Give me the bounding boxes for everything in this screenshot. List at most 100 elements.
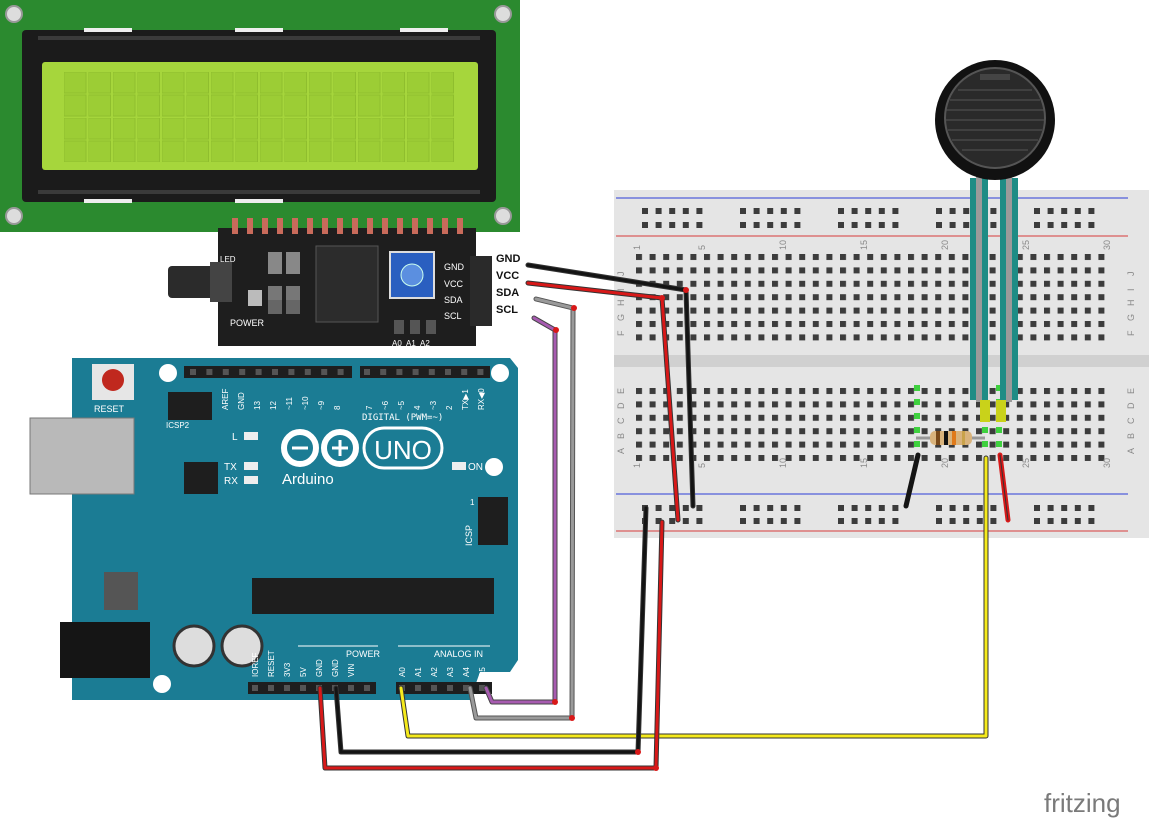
header-hole [337, 369, 344, 375]
rail-hole [1088, 505, 1095, 511]
rail-hole [1034, 222, 1040, 228]
digital-pin-label: RX◀0 [477, 388, 486, 410]
wires [317, 262, 1011, 771]
header-hole [272, 369, 278, 375]
led-tx-label: TX [224, 462, 237, 473]
rail-hole [1047, 505, 1054, 511]
rail-hole [892, 505, 899, 511]
column-number: 5 [697, 463, 707, 468]
rail-hole [963, 222, 970, 228]
header-hole [447, 685, 453, 691]
rail-hole [963, 208, 970, 214]
header-hole [239, 369, 246, 375]
rail-hole [1047, 222, 1054, 228]
power-pin-label: VIN [347, 663, 356, 677]
arduino-logo [281, 429, 359, 467]
rail-hole [1088, 518, 1095, 524]
digital-pin-label: GND [237, 392, 246, 410]
rail-hole [892, 208, 899, 214]
rail-hole [851, 505, 858, 511]
header-pin [307, 218, 313, 234]
rail-hole [642, 222, 648, 228]
header-pin [232, 218, 238, 234]
header-pin [247, 218, 253, 234]
rail-hole [976, 505, 983, 511]
rail-hole [838, 505, 844, 511]
header-pin [412, 218, 418, 234]
rail-hole [740, 505, 746, 511]
digital-pin-label: ~5 [397, 400, 406, 410]
header-pin [442, 218, 448, 234]
power-pin-label: GND [331, 659, 340, 677]
rail-hole [936, 505, 942, 511]
analog-header [396, 682, 492, 694]
fritzing-watermark: fritzing [1044, 788, 1121, 818]
rail-hole [1034, 208, 1040, 214]
rail-hole [696, 222, 703, 228]
rail-hole [851, 518, 858, 524]
rail-hole [753, 505, 760, 511]
i2c-board-gnd: GND [444, 262, 465, 272]
column-number: 15 [859, 458, 869, 468]
rail-hole [1074, 505, 1081, 511]
header-hole [415, 685, 421, 691]
i2c-a2-label: A2 [420, 339, 430, 348]
row-letter: D [1126, 402, 1136, 409]
rail-hole [1061, 518, 1068, 524]
power-pin-label: 5V [299, 667, 308, 677]
analog-pin-label: A2 [430, 667, 439, 677]
rail-hole [780, 208, 787, 214]
ic-chip [315, 245, 379, 323]
led-l-label: L [232, 432, 238, 443]
analog-pin-label: A3 [446, 667, 455, 677]
rail-hole [794, 208, 801, 214]
rail-hole [696, 505, 703, 511]
row-letter: B [1126, 433, 1136, 439]
rail-hole [1061, 208, 1068, 214]
jumper-black [903, 452, 921, 509]
i2c-led-label: LED [220, 255, 236, 264]
header-hole [222, 369, 229, 375]
header-hole [463, 685, 469, 691]
icsp2-header [168, 392, 212, 420]
rail-hole [936, 518, 942, 524]
digital-pin-label: ~11 [285, 396, 294, 410]
rail-hole [865, 208, 872, 214]
header-pin [427, 218, 433, 234]
brand-label: Arduino [282, 471, 334, 488]
pin-label-sda: SDA [496, 287, 519, 299]
analog-pin-label: A5 [478, 667, 487, 677]
capacitor [220, 624, 264, 668]
row-letter: F [1126, 330, 1136, 336]
row-letter: G [1126, 314, 1136, 321]
rail-hole [682, 222, 689, 228]
digital-pin-label: ~10 [301, 396, 310, 410]
rail-hole [753, 222, 760, 228]
analog-label: ANALOG IN [434, 649, 483, 659]
rail-hole [892, 518, 899, 524]
digital-pin-label: ~9 [317, 400, 326, 410]
row-letter: G [616, 314, 626, 321]
rail-hole [794, 505, 801, 511]
rail-hole [851, 222, 858, 228]
rail-hole [949, 222, 956, 228]
rail-hole [642, 208, 648, 214]
header-hole [190, 369, 196, 375]
row-letter: H [616, 300, 626, 307]
lcd-display [0, 0, 520, 232]
header-hole [364, 685, 370, 691]
rail-hole [655, 208, 662, 214]
row-letter: B [616, 433, 626, 439]
rail-hole [682, 505, 689, 511]
rail-hole [669, 518, 676, 524]
header-pin [352, 218, 358, 234]
atmega-chip [252, 578, 494, 614]
column-number: 30 [1102, 458, 1112, 468]
rail-hole [865, 518, 872, 524]
rail-hole [740, 208, 746, 214]
rail-hole [655, 518, 662, 524]
header-hole [252, 685, 258, 691]
pin-label-vcc: VCC [496, 270, 519, 282]
i2c-board-scl: SCL [444, 311, 462, 321]
